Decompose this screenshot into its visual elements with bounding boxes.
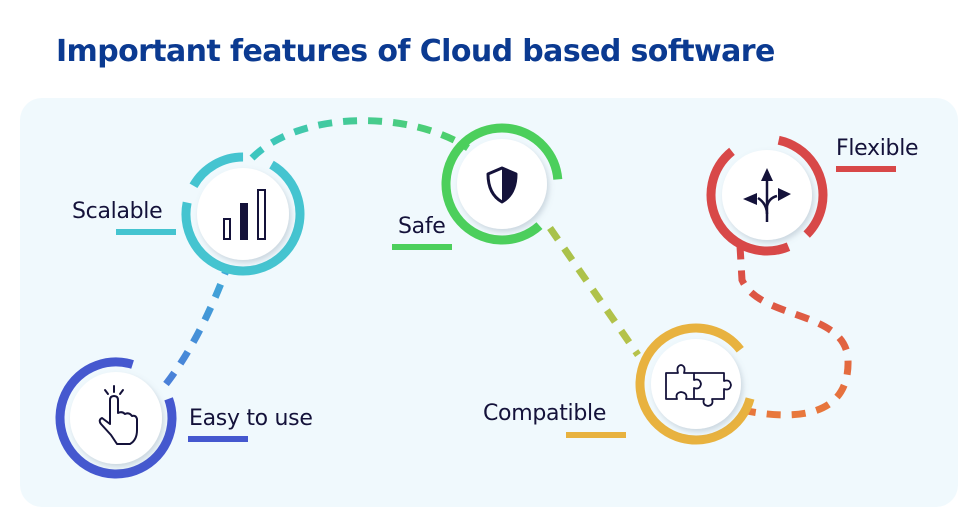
ring-easy-to-use: [55, 357, 177, 479]
connector-compatible-to-flexible: [736, 245, 852, 419]
split-arrows-icon: [743, 168, 791, 222]
shield-icon: [486, 166, 518, 204]
ring-flexible: [706, 134, 828, 256]
hand-tap-icon: [98, 385, 138, 445]
connector-safe-to-compatible: [547, 226, 641, 357]
underline-easy-to-use: [188, 436, 248, 442]
label-easy-to-use: Easy to use: [189, 406, 313, 431]
underline-scalable: [116, 229, 176, 235]
puzzle-icon: [665, 364, 732, 407]
label-compatible: Compatible: [483, 401, 607, 426]
node-scalable: [181, 152, 305, 276]
bar-chart-icon: [223, 189, 266, 240]
connector-easy-to-scalable: [163, 266, 231, 387]
node-flexible: [706, 134, 828, 256]
label-flexible: Flexible: [836, 136, 919, 161]
underline-flexible: [836, 166, 896, 172]
connector-scalable-to-safe: [249, 117, 470, 161]
label-scalable: Scalable: [72, 199, 163, 224]
node-compatible: [635, 323, 757, 445]
node-safe: [441, 123, 563, 245]
label-safe: Safe: [398, 214, 446, 239]
node-easy-to-use: [55, 357, 177, 479]
ring-scalable: [181, 152, 305, 276]
underline-safe: [392, 244, 452, 250]
ring-compatible: [635, 323, 757, 445]
underline-compatible: [566, 432, 626, 438]
page-title: Important features of Cloud based softwa…: [56, 34, 775, 69]
ring-safe: [441, 123, 563, 245]
